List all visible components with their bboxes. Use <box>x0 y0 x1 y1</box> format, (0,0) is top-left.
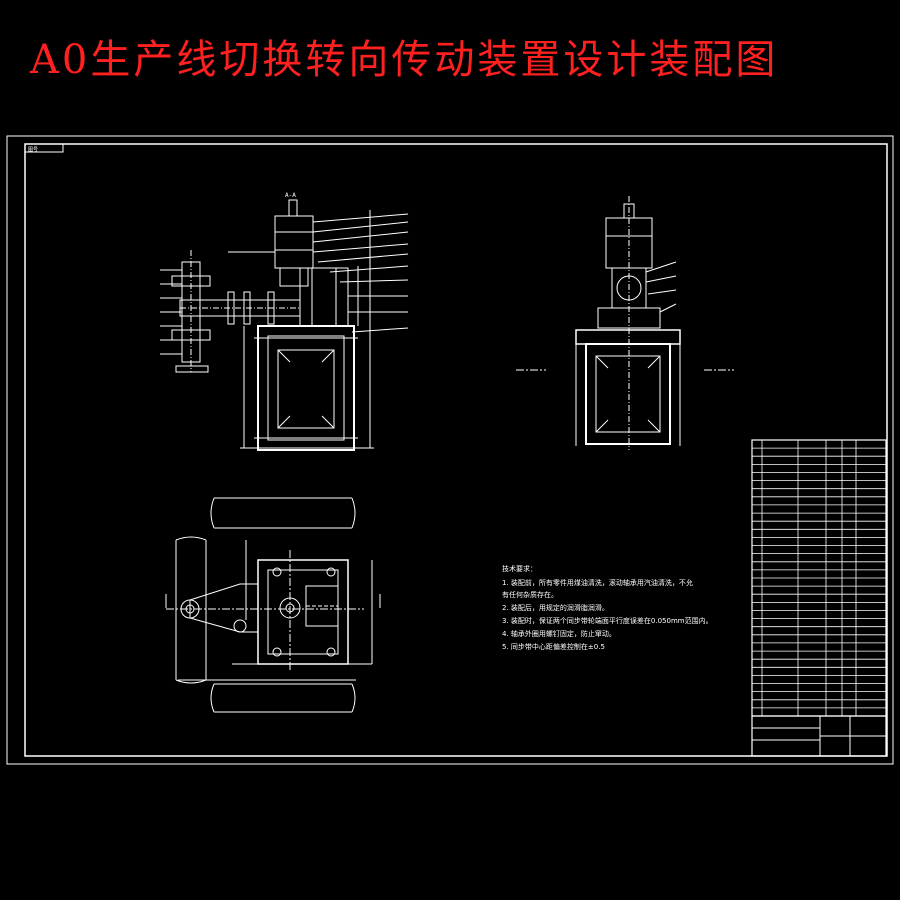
drawing-title: A0生产线切换转向传动装置设计装配图 <box>30 37 779 83</box>
tech-notes-heading: 技术要求： <box>502 564 537 573</box>
inner-frame <box>24 143 888 757</box>
corner-tag: 图号 <box>28 147 38 153</box>
tech-note-4: 4. 轴承外圈用螺钉固定，防止窜动。 <box>502 629 616 638</box>
tech-note-5: 5. 同步带中心距偏差控制在±0.5 <box>502 642 605 651</box>
section-label: A-A <box>285 192 296 199</box>
side-view <box>516 196 734 450</box>
tech-note-3: 3. 装配时，保证两个同步带轮端面平行度误差在0.050mm范围内。 <box>502 616 713 625</box>
outer-border <box>6 135 894 765</box>
top-view <box>165 497 381 713</box>
corner-tag-box <box>24 143 64 153</box>
tech-note-2: 2. 装配后，用规定的润滑脂润滑。 <box>502 603 609 612</box>
parts-list <box>751 439 887 717</box>
tech-note-1: 1. 装配前，所有零件用煤油清洗，滚动轴承用汽油清洗，不允 <box>502 578 693 587</box>
tech-note-1b: 有任何杂质存在。 <box>502 590 558 599</box>
title-block <box>751 715 887 757</box>
front-view: A-A <box>160 192 409 451</box>
